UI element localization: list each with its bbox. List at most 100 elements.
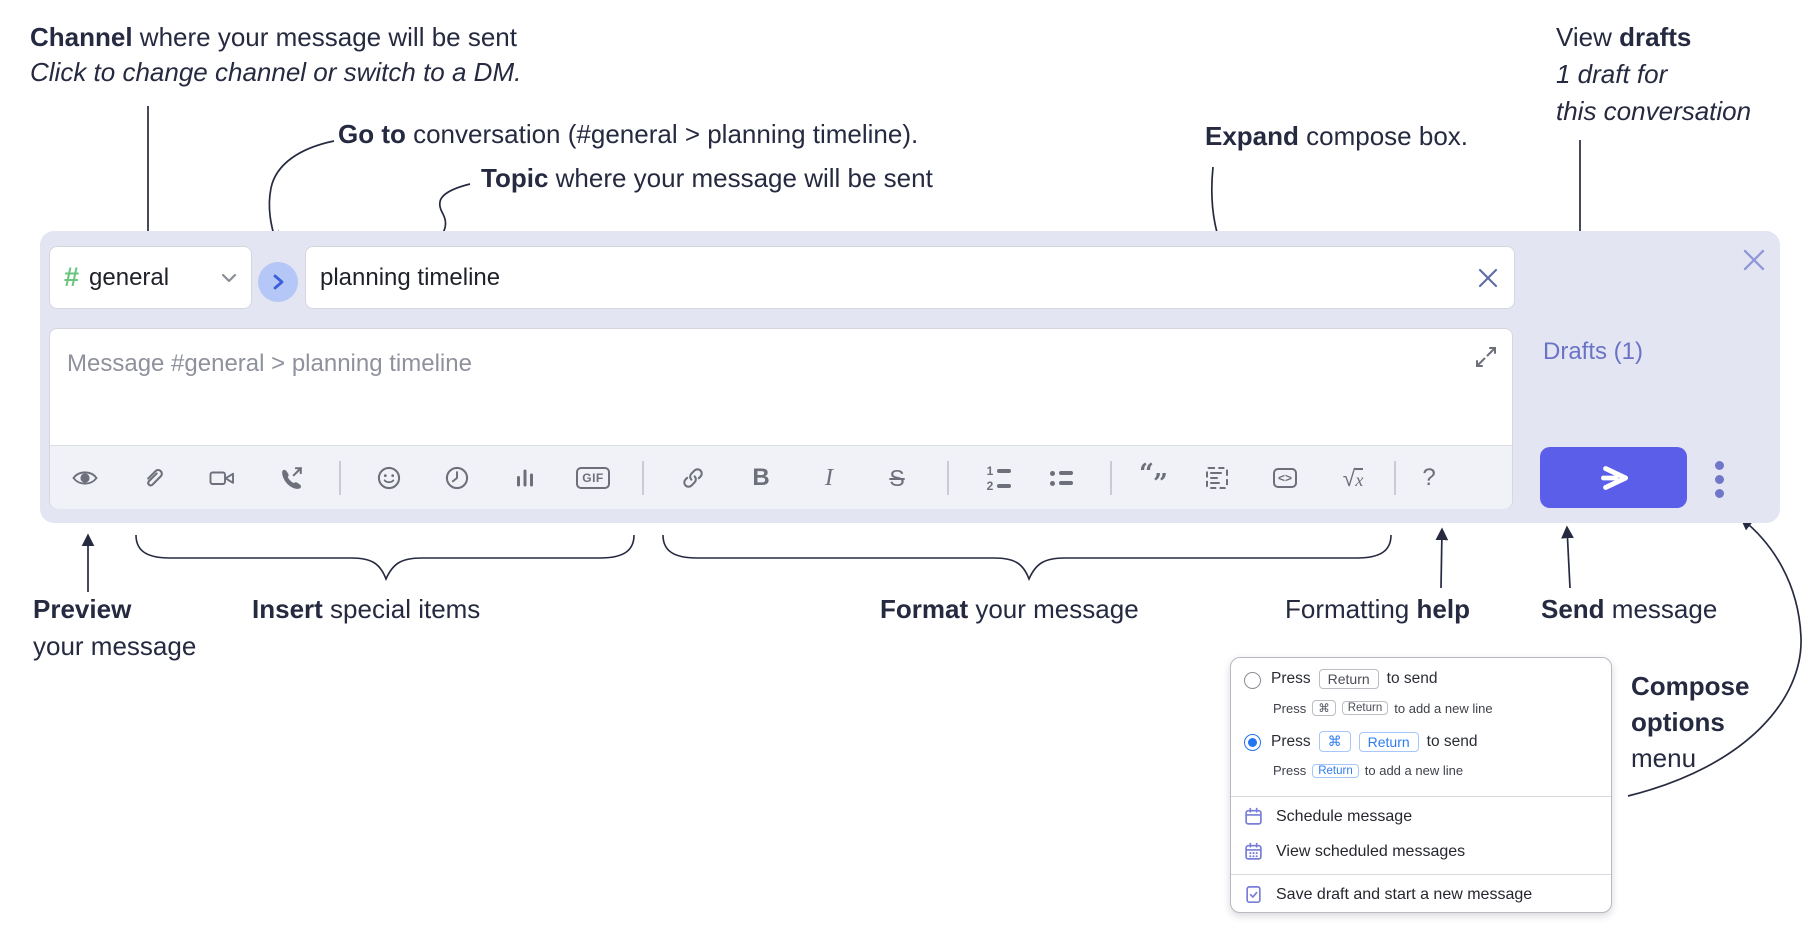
toolbar-divider [947,461,949,495]
message-input[interactable]: Message #general > planning timeline [49,328,1513,509]
preview-button[interactable] [64,457,106,499]
annotation-preview-sub: your message [33,631,197,661]
toolbar-divider [339,461,341,495]
strikethrough-button[interactable]: S [889,464,905,491]
clock-icon [445,466,469,490]
link-button[interactable] [672,457,714,499]
menu-divider [1231,874,1611,875]
cmd-key: ⌘ [1318,731,1351,752]
close-compose-button[interactable] [1741,247,1767,273]
voice-call-button[interactable] [270,457,312,499]
paperclip-icon [147,469,163,487]
annotation-format: Format your message [880,594,1139,624]
annotation-help: Formatting help [1285,594,1470,624]
bulleted-list-icon [1049,470,1073,486]
attach-file-button[interactable] [132,457,174,499]
smiley-icon [377,466,401,490]
menu-item-view-scheduled[interactable]: View scheduled messages [1244,842,1465,861]
eye-icon [72,471,98,485]
emoji-button[interactable] [368,457,410,499]
code-icon: <> [1272,468,1297,488]
topic-input[interactable]: planning timeline [305,246,1515,309]
calendar-grid-icon [1245,842,1262,860]
compose-options-button[interactable] [1715,461,1724,498]
italic-button[interactable]: I [825,464,833,491]
return-key: Return [1358,731,1419,752]
annotation-goto: Go to conversation (#general > planning … [338,119,919,149]
poll-button[interactable] [504,457,546,499]
gif-button[interactable]: GIF [572,457,614,499]
close-icon [1743,249,1765,271]
toolbar-divider [1110,461,1112,495]
go-to-conversation-button[interactable] [258,262,298,302]
connector-goto [266,140,335,245]
phone-call-icon [282,467,302,489]
clear-topic-icon[interactable] [1476,266,1500,290]
menu-item-schedule-message[interactable]: Schedule message [1244,807,1412,826]
expand-compose-button[interactable] [1474,345,1498,369]
schedule-time-button[interactable] [436,457,478,499]
annotation-compose-options: Compose options menu [1631,671,1750,773]
compose-options-menu: Press Return to send Press ⌘ Return to a… [1230,657,1612,913]
annotation-send: Send message [1541,594,1718,624]
toolbar-divider [642,461,644,495]
drafts-link[interactable]: Drafts (1) [1543,338,1644,365]
menu-item-save-draft[interactable]: Save draft and start a new message [1244,885,1532,904]
send-icon [1600,465,1628,490]
channel-name: general [89,263,170,291]
quote-button[interactable]: “” [1139,459,1168,499]
annotation-channel-sub: Click to change channel or switch to a D… [30,57,522,87]
annotation-expand: Expand compose box. [1205,121,1469,151]
annotation-insert: Insert special items [252,594,481,624]
annotation-drafts: View drafts [1556,22,1692,52]
toolbar-divider [1394,461,1396,495]
brace-format [662,534,1392,582]
compose-toolbar: GIF B I S 1 2 [50,445,1512,509]
spoiler-button[interactable] [1196,457,1238,499]
cmd-key: ⌘ [1312,700,1336,716]
bold-button[interactable]: B [752,464,770,491]
channel-selector[interactable]: # general [49,246,252,309]
bulleted-list-button[interactable] [1040,457,1082,499]
radio-return-to-send[interactable] [1244,672,1261,689]
chevron-down-icon [221,273,237,282]
option-cmd-return-to-send[interactable]: Press ⌘ Return to send [1271,731,1478,752]
option-cmd-return-to-send-hint: Press Return to add a new line [1273,763,1464,778]
annotation-preview: Preview [33,594,132,624]
annotation-drafts-sub1: 1 draft for [1556,59,1668,89]
annotation-topic: Topic where your message will be sent [481,163,933,193]
option-return-to-send-hint: Press ⌘ Return to add a new line [1273,700,1493,716]
formatting-help-button[interactable]: ? [1422,464,1436,491]
gif-icon: GIF [576,467,610,489]
calendar-icon [1245,807,1262,825]
brace-insert [135,534,635,582]
topic-value: planning timeline [320,263,501,291]
numbered-list-icon: 1 2 [987,465,1012,492]
link-icon [683,468,703,488]
chevron-right-icon [273,274,284,290]
video-camera-icon [209,471,234,485]
spoiler-icon [1206,467,1228,489]
message-placeholder: Message #general > planning timeline [67,350,472,377]
math-button[interactable]: √x [1342,464,1364,491]
annotation-drafts-sub2: this conversation [1556,96,1752,126]
expand-diagonal-icon [1476,347,1496,367]
bar-chart-icon [517,469,533,487]
annotation-channel: Channel where your message will be sent [30,22,517,52]
code-button[interactable]: <> [1264,457,1306,499]
menu-divider [1231,796,1611,797]
option-return-to-send[interactable]: Press Return to send [1271,669,1438,689]
dot [1715,475,1724,484]
return-key: Return [1318,669,1379,689]
connector-help [1435,527,1449,589]
dot [1715,489,1724,498]
numbered-list-button[interactable]: 1 2 [978,457,1020,499]
dot [1715,461,1724,470]
radio-cmd-return-to-send[interactable] [1244,734,1261,751]
send-button[interactable] [1540,447,1687,508]
connector-send [1561,525,1574,589]
channel-hash-icon: # [64,262,80,292]
return-key: Return [1312,763,1359,778]
video-call-button[interactable] [201,457,243,499]
